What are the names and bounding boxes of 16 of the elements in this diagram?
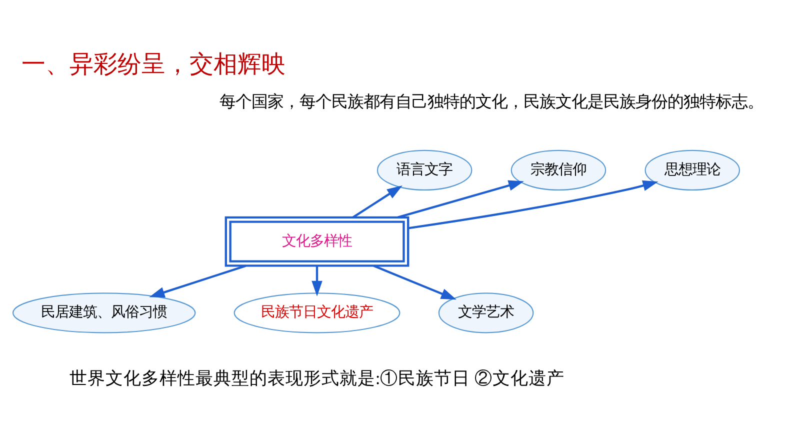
node-box: 文化多样性 [224, 216, 410, 266]
arrow [398, 180, 524, 218]
node-ellipse: 语言文字 [376, 149, 472, 190]
diagram-title: 一、异彩纷呈，交相辉映 [22, 50, 286, 78]
arrow [149, 264, 246, 298]
arrow [312, 266, 322, 296]
label: 每个国家，每个民族都有自己独特的文化，民族文化是民族身份的独特标志。 [220, 92, 764, 111]
node-ellipse: 思想理论 [644, 149, 740, 190]
node-ellipse: 宗教信仰 [510, 149, 606, 190]
label: 世界文化多样性最典型的表现形式就是:①民族节日 ②文化遗产 [69, 368, 565, 388]
node-ellipse: 民居建筑、风俗习惯 [12, 292, 196, 333]
arrow [373, 264, 456, 300]
arrow [408, 180, 658, 229]
arrow [352, 185, 402, 218]
node-ellipse: 文学艺术 [438, 292, 534, 333]
node-ellipse: 民族节日文化遗产 [234, 292, 400, 333]
